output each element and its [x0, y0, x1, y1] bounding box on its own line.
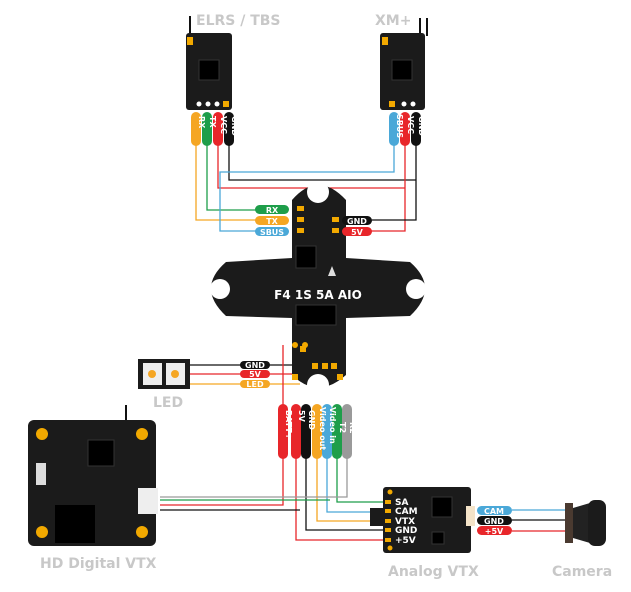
- led-gnd-tag: GND: [245, 361, 265, 370]
- video-out-tag: Video out: [318, 407, 327, 450]
- bottom-5v-tag: 5V: [297, 410, 306, 423]
- xm-gnd-tag: GND: [417, 116, 426, 136]
- led-label: LED: [153, 395, 183, 411]
- hd-vtx: HD Digital VTX: [28, 405, 158, 572]
- elrs-receiver: ELRS / TBS: [186, 13, 281, 110]
- elrs-vcc-tag: VCC: [219, 116, 228, 134]
- analog-vtx: SA CAM VTX GND +5V Analog VTX: [370, 487, 479, 580]
- led-5v-tag: 5V: [249, 370, 262, 379]
- fc-label: F4 1S 5A AIO: [274, 288, 362, 302]
- xm-sbus-tag: SBUS: [395, 114, 404, 138]
- xm-label: XM+: [375, 13, 411, 29]
- camera-tags: CAM GND +5V: [477, 506, 512, 536]
- r2-tag: R2: [348, 422, 357, 434]
- vtx-5v-pin: +5V: [395, 536, 416, 546]
- wires: [160, 145, 568, 541]
- cam-gnd-tag: GND: [484, 517, 504, 526]
- vtx-cam-pin: CAM: [395, 507, 418, 517]
- fc-pad-tags: RX TX SBUS GND 5V GND 5V LED BATT+ 5V GN…: [240, 205, 372, 459]
- elrs-tx-tag: TX: [208, 116, 217, 128]
- elrs-rx-tag: RX: [197, 116, 206, 129]
- elrs-gnd-tag: GND: [230, 116, 239, 136]
- fc-rx-tag: RX: [266, 206, 279, 215]
- fc-tx-tag: TX: [266, 217, 278, 226]
- fc-sbus-tag: SBUS: [260, 228, 284, 237]
- bottom-gnd-tag: GND: [307, 410, 316, 430]
- led-strip: LED: [138, 359, 190, 411]
- vtx-vtx-pin: VTX: [395, 517, 415, 527]
- xm-vcc-tag: VCC: [406, 116, 415, 134]
- hd-vtx-label: HD Digital VTX: [40, 556, 157, 572]
- video-in-tag: Video in: [328, 407, 337, 444]
- batt-tag: BATT+: [284, 410, 293, 439]
- vtx-gnd-pin: GND: [395, 526, 417, 536]
- camera: Camera: [552, 500, 612, 580]
- flight-controller: F4 1S 5A AIO: [210, 181, 426, 396]
- camera-label: Camera: [552, 564, 612, 580]
- fc-5v-tag: 5V: [351, 228, 364, 237]
- xm-receiver: XM+: [375, 13, 428, 110]
- xm-pin-tags: SBUS VCC GND: [389, 112, 426, 146]
- cam-5v-tag: +5V: [485, 527, 504, 536]
- elrs-label: ELRS / TBS: [196, 13, 281, 29]
- cam-signal-tag: CAM: [484, 507, 504, 516]
- fc-gnd-tag: GND: [347, 217, 367, 226]
- t2-tag: T2: [338, 422, 347, 433]
- elrs-pin-tags: RX TX VCC GND: [191, 112, 239, 146]
- vtx-sa-pin: SA: [395, 498, 408, 508]
- led-data-tag: LED: [246, 380, 264, 389]
- analog-vtx-label: Analog VTX: [388, 564, 479, 580]
